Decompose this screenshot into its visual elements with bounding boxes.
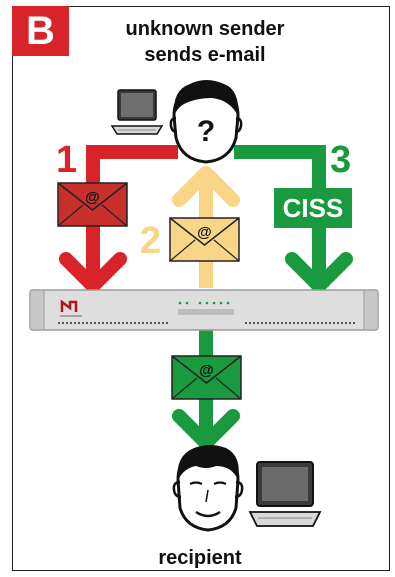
recipient-caption: recipient xyxy=(158,547,242,569)
unknown-sender-icon: ? xyxy=(169,80,243,164)
ciss-label: CISS xyxy=(274,188,352,228)
svg-text:@: @ xyxy=(199,362,214,379)
envelope-red-icon: @ xyxy=(57,182,128,227)
recipient-laptop-icon xyxy=(248,461,322,527)
path-3-arrow xyxy=(234,145,353,293)
sender-question-mark: ? xyxy=(197,115,215,148)
path-3-number: 3 xyxy=(330,139,352,181)
path-1-arrow xyxy=(59,145,178,293)
svg-text:@: @ xyxy=(85,189,100,206)
recipient-icon xyxy=(172,445,244,532)
title-line-2: sends e-mail xyxy=(144,44,266,66)
sender-laptop-icon xyxy=(110,89,164,135)
panel-badge: B xyxy=(12,6,69,56)
svg-text:@: @ xyxy=(197,224,212,241)
server-appliance-icon xyxy=(29,289,379,331)
title-line-1: unknown sender xyxy=(125,18,285,40)
envelope-yellow-icon: @ xyxy=(169,217,240,262)
diagram-frame xyxy=(12,6,390,571)
path-1-number: 1 xyxy=(56,139,78,181)
envelope-green-icon: @ xyxy=(171,355,242,400)
diagram-title: unknown sender sends e-mail xyxy=(90,16,320,68)
path-2-number: 2 xyxy=(140,220,162,262)
